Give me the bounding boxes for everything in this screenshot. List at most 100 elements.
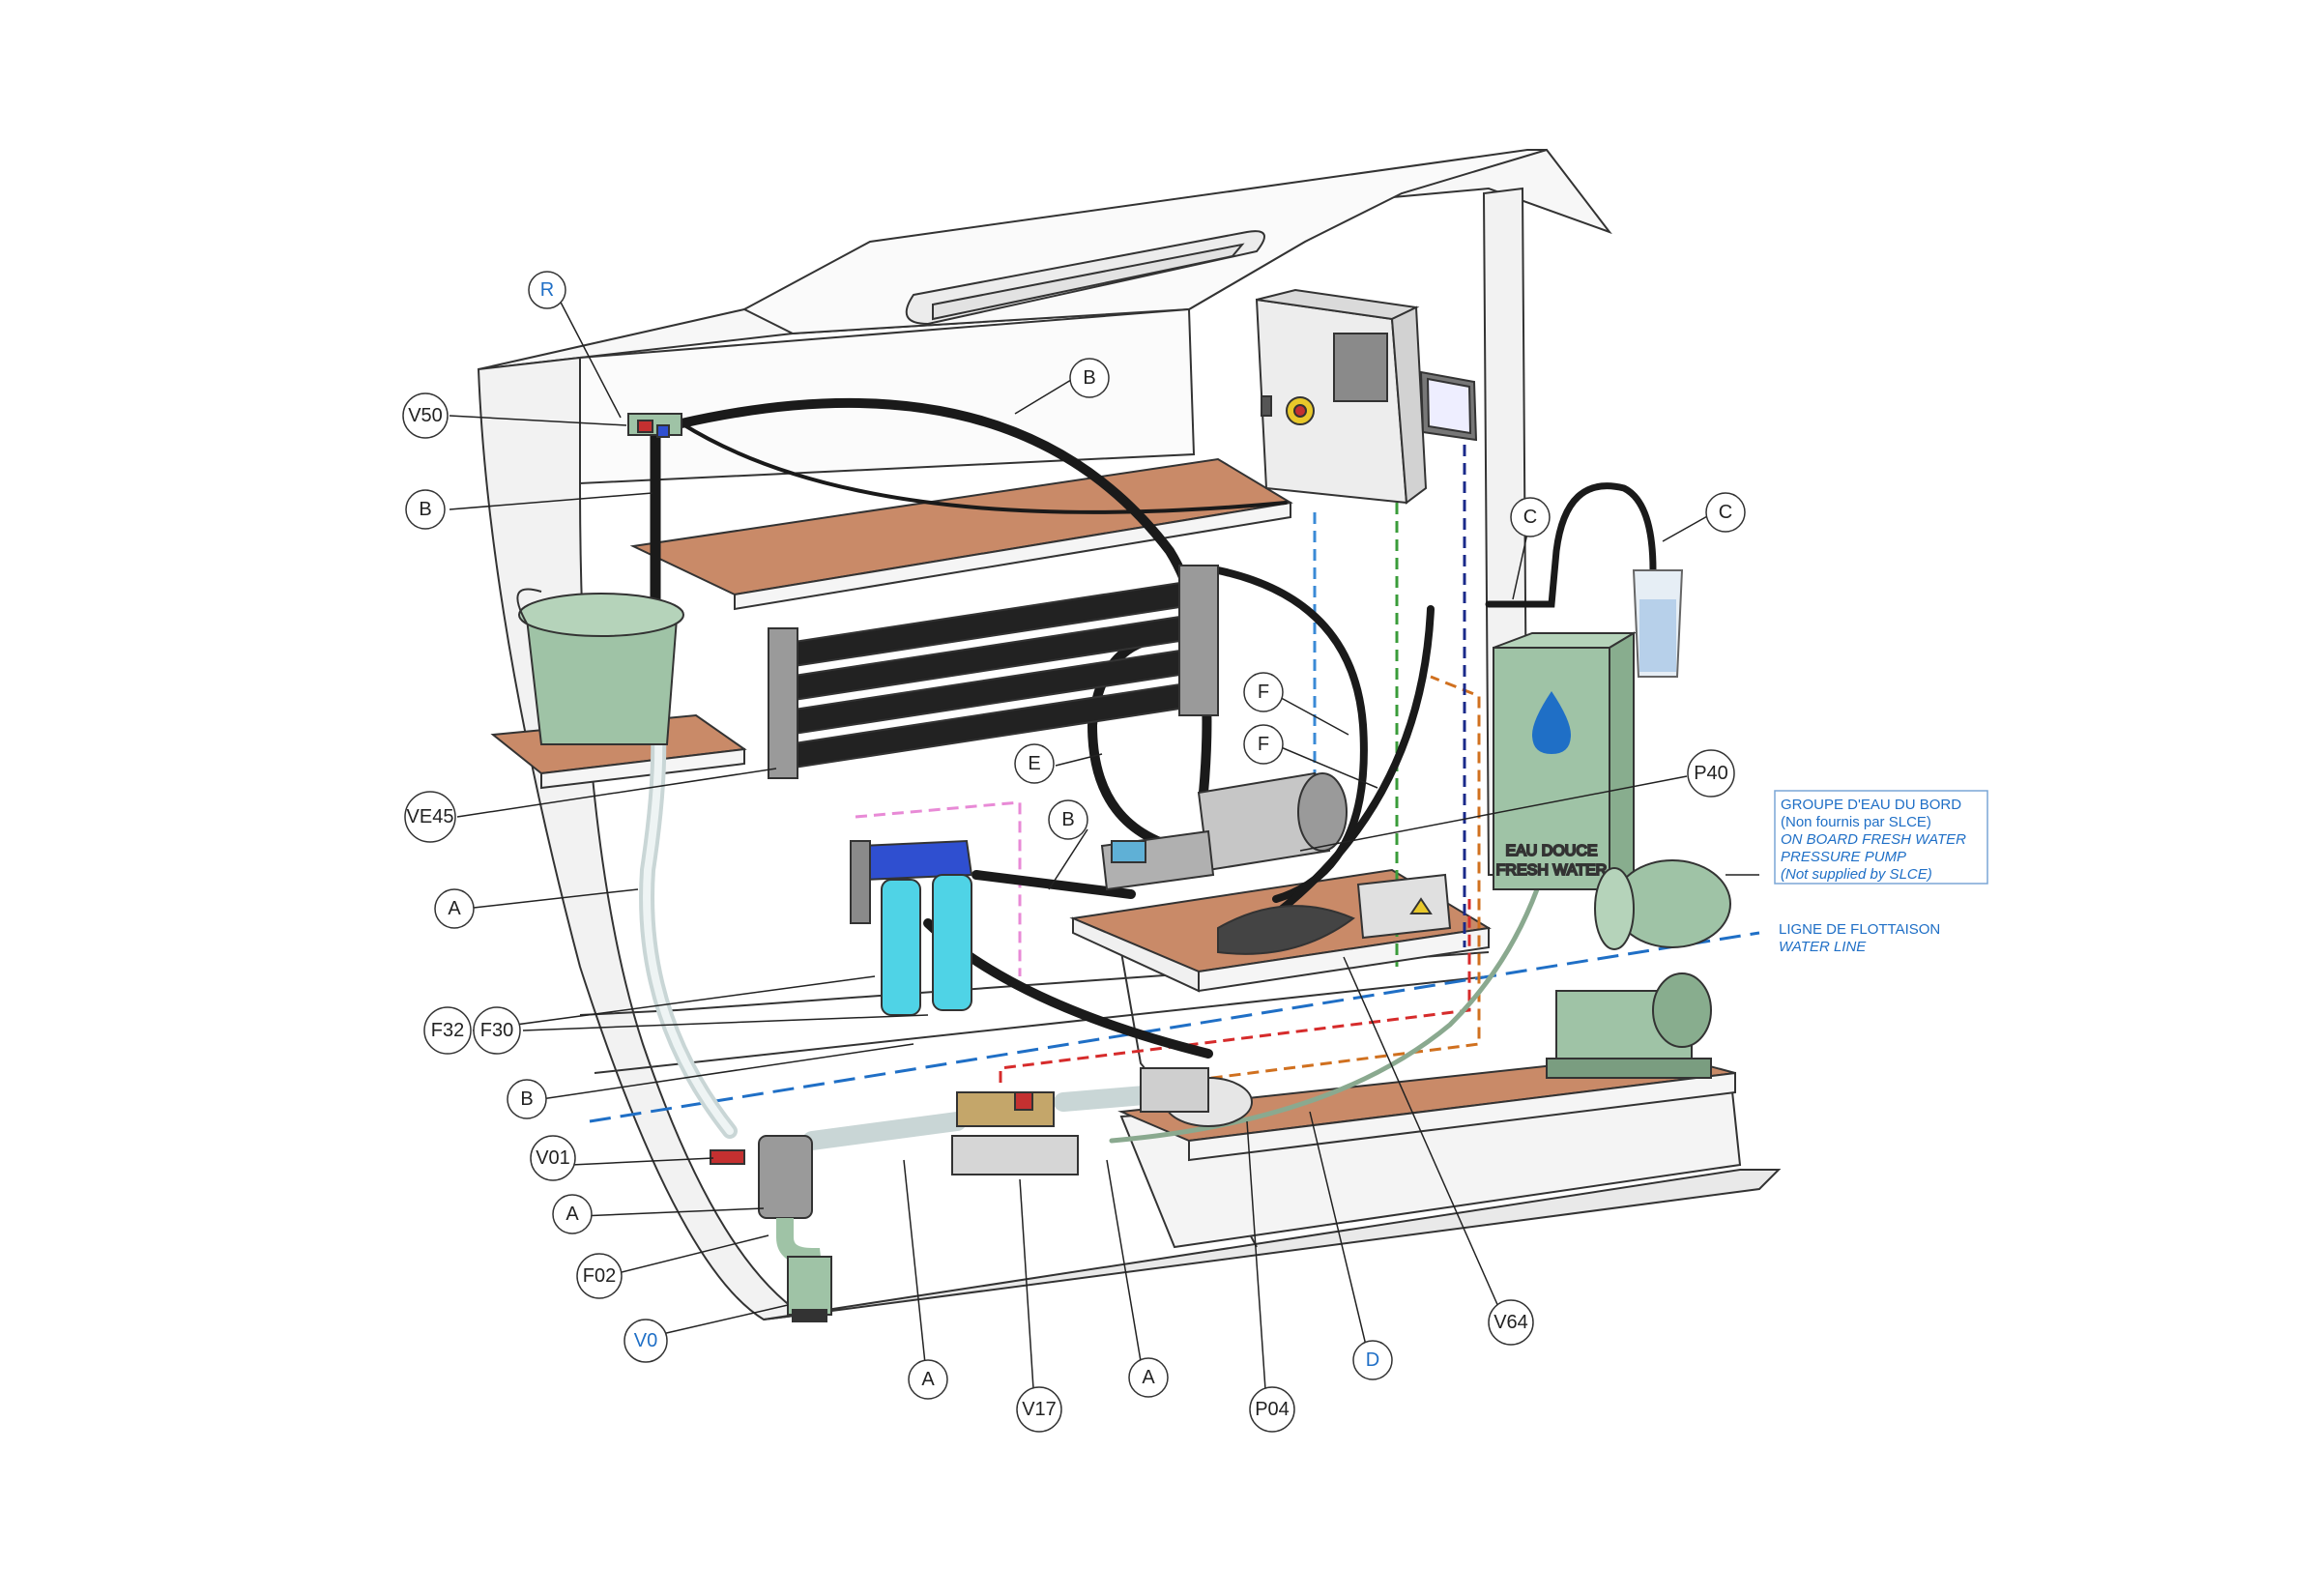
filter-frame — [850, 840, 871, 924]
callout-B-mid: B — [1048, 799, 1088, 840]
svg-text:B: B — [419, 499, 431, 520]
hull-inner-line-2 — [594, 975, 1490, 1074]
svg-text:C: C — [1523, 507, 1537, 528]
junction-box — [1356, 873, 1452, 940]
svg-text:R: R — [540, 279, 554, 301]
pre-filters — [850, 839, 973, 1016]
junction-box-body — [1356, 873, 1452, 940]
strainer-body — [758, 1135, 813, 1219]
callout-V64: V64 — [1488, 1299, 1534, 1346]
svg-text:F02: F02 — [583, 1265, 616, 1287]
svg-text:B: B — [1061, 809, 1074, 830]
callout-P04: P04 — [1249, 1386, 1295, 1433]
callout-V0: V0 — [624, 1319, 668, 1363]
pump-head-blue — [1111, 840, 1146, 863]
booster-pump — [1140, 1067, 1253, 1127]
svg-text:A: A — [448, 898, 461, 919]
waterline-note: LIGNE DE FLOTTAISON WATER LINE — [1779, 921, 1940, 955]
fresh-water-pump-motor — [1652, 972, 1712, 1048]
callout-V01: V01 — [530, 1135, 576, 1181]
svg-text:C: C — [1719, 502, 1732, 523]
valve-assembly-V17 — [951, 1091, 1079, 1175]
deck-window-inner — [932, 243, 1245, 321]
v17-manifold — [956, 1091, 1055, 1127]
callout-C-left: C — [1510, 497, 1551, 537]
callout-F30: F30 — [473, 1006, 521, 1055]
callout-V17: V17 — [1016, 1386, 1062, 1433]
svg-text:A: A — [921, 1369, 935, 1390]
callout-B-left: B — [405, 489, 446, 530]
filter-housing-F30 — [932, 874, 972, 1011]
cable-red — [999, 899, 1471, 1083]
seacock-V0-base — [792, 1309, 827, 1322]
svg-text:P04: P04 — [1255, 1399, 1290, 1420]
hose-C — [1485, 482, 1657, 608]
callout-B-top: B — [1069, 358, 1110, 398]
callout-V50: V50 — [402, 392, 449, 439]
seacock-V01-handle[interactable] — [710, 1149, 745, 1165]
lower-right-shelf-front — [1188, 1071, 1736, 1162]
screen-display — [1426, 377, 1472, 435]
v50-handle-red[interactable] — [637, 420, 653, 433]
svg-text:D: D — [1366, 1349, 1379, 1371]
fresh-water-group-line1: GROUPE D'EAU DU BORD — [1781, 797, 1961, 813]
callout-P40: P40 — [1687, 749, 1735, 798]
callout-A-bottom1: A — [908, 1359, 948, 1400]
hose-B-top-2 — [680, 421, 1288, 514]
callout-D: D — [1352, 1340, 1393, 1380]
fresh-water-pump-group — [1546, 859, 1731, 1079]
tank-side — [1609, 631, 1635, 891]
svg-text:V01: V01 — [536, 1147, 570, 1169]
fresh-water-group-line3: ON BOARD FRESH WATER — [1781, 831, 1966, 848]
valve-V50 — [627, 413, 682, 438]
fresh-water-group-line2: (Non fournis par SLCE) — [1781, 814, 1931, 830]
svg-text:F30: F30 — [480, 1020, 513, 1041]
cabinet-vent — [1333, 333, 1388, 402]
callout-VE45: VE45 — [404, 791, 456, 843]
tank-drop-icon — [1532, 691, 1571, 754]
deck-top — [741, 149, 1548, 335]
fresh-water-group-note: GROUPE D'EAU DU BORD (Non fournis par SL… — [1774, 790, 1988, 885]
water-glass — [1632, 569, 1684, 678]
v50-body — [627, 413, 682, 436]
high-pressure-pump — [1100, 771, 1355, 955]
svg-text:F: F — [1258, 682, 1269, 703]
cabinet-side-2 — [1390, 305, 1428, 505]
callout-F-lower: F — [1243, 724, 1284, 765]
mid-shelf-side — [1072, 916, 1200, 993]
callouts: R V50 B B C C F F E B P40 VE45 A F32 F30… — [402, 271, 1746, 1433]
motor-fan — [1297, 772, 1348, 852]
bucket-rim — [518, 593, 684, 637]
bucket-body — [525, 618, 679, 745]
v17-valve-red — [1014, 1091, 1033, 1111]
svg-text:A: A — [1142, 1367, 1155, 1388]
svg-text:V64: V64 — [1494, 1312, 1528, 1333]
leader-lines — [449, 292, 1759, 1405]
seacock-V0 — [787, 1256, 832, 1316]
callout-C-right: C — [1705, 492, 1746, 533]
emergency-stop-button-center — [1293, 404, 1307, 418]
membrane-endcap-left — [768, 627, 798, 779]
booster-pump-motor — [1140, 1067, 1209, 1113]
fresh-water-group-box — [1774, 790, 1988, 885]
callout-R: R — [528, 271, 566, 309]
svg-text:V50: V50 — [408, 405, 443, 426]
cable-orange — [1174, 675, 1481, 1085]
callout-F32: F32 — [423, 1006, 472, 1055]
v17-body — [951, 1135, 1079, 1175]
fresh-water-pump-base — [1546, 1058, 1712, 1079]
v50-handle-blue — [656, 424, 670, 438]
svg-text:E: E — [1028, 753, 1040, 774]
touch-screen[interactable] — [1419, 370, 1478, 442]
svg-text:V0: V0 — [634, 1330, 657, 1351]
waterline-line1: LIGNE DE FLOTTAISON — [1779, 921, 1940, 938]
pipe-A-horizontal — [802, 1112, 967, 1150]
fresh-water-group-line4: PRESSURE PUMP — [1781, 849, 1906, 865]
callout-A-mid: A — [552, 1194, 593, 1234]
svg-text:V17: V17 — [1022, 1399, 1057, 1420]
callout-F-upper: F — [1243, 672, 1284, 712]
glass-water — [1639, 599, 1676, 672]
svg-text:F: F — [1258, 734, 1269, 755]
callout-F02: F02 — [576, 1253, 623, 1299]
